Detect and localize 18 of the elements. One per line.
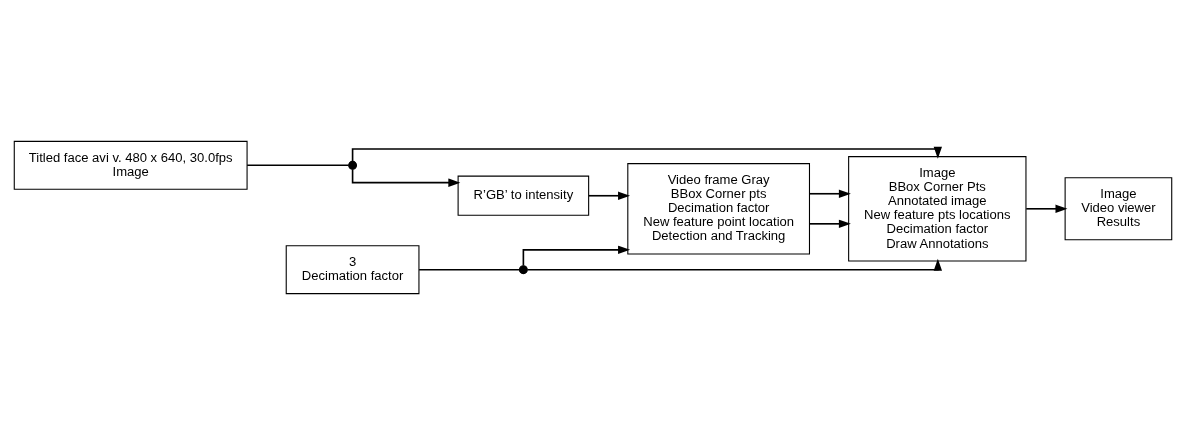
arrow (351, 146, 943, 162)
node-circle (348, 160, 358, 170)
node-box: Image Video viewer Results (1064, 177, 1173, 241)
arrow (809, 189, 851, 198)
node-box: 3 Decimation factor (285, 245, 420, 295)
node-box: R’GB’ to intensity (457, 175, 590, 216)
arrow (522, 245, 631, 267)
connector (246, 164, 350, 167)
node-circle (518, 265, 528, 275)
node-box: Video frame Gray BBox Corner pts Decimation factor New feature point location Detection and Tracking (627, 163, 811, 255)
arrow (1025, 204, 1068, 213)
arrow (809, 219, 851, 229)
arrow (351, 168, 461, 187)
connector (418, 268, 520, 271)
arrow (588, 191, 631, 200)
node-box: Image BBox Corner Pts Annotated image New feature pts locations Decimation factor Draw Annotations (848, 156, 1027, 262)
node-box: Titled face avi v. 480 x 640, 30.0fps Image (13, 140, 248, 190)
arrow (526, 258, 943, 271)
